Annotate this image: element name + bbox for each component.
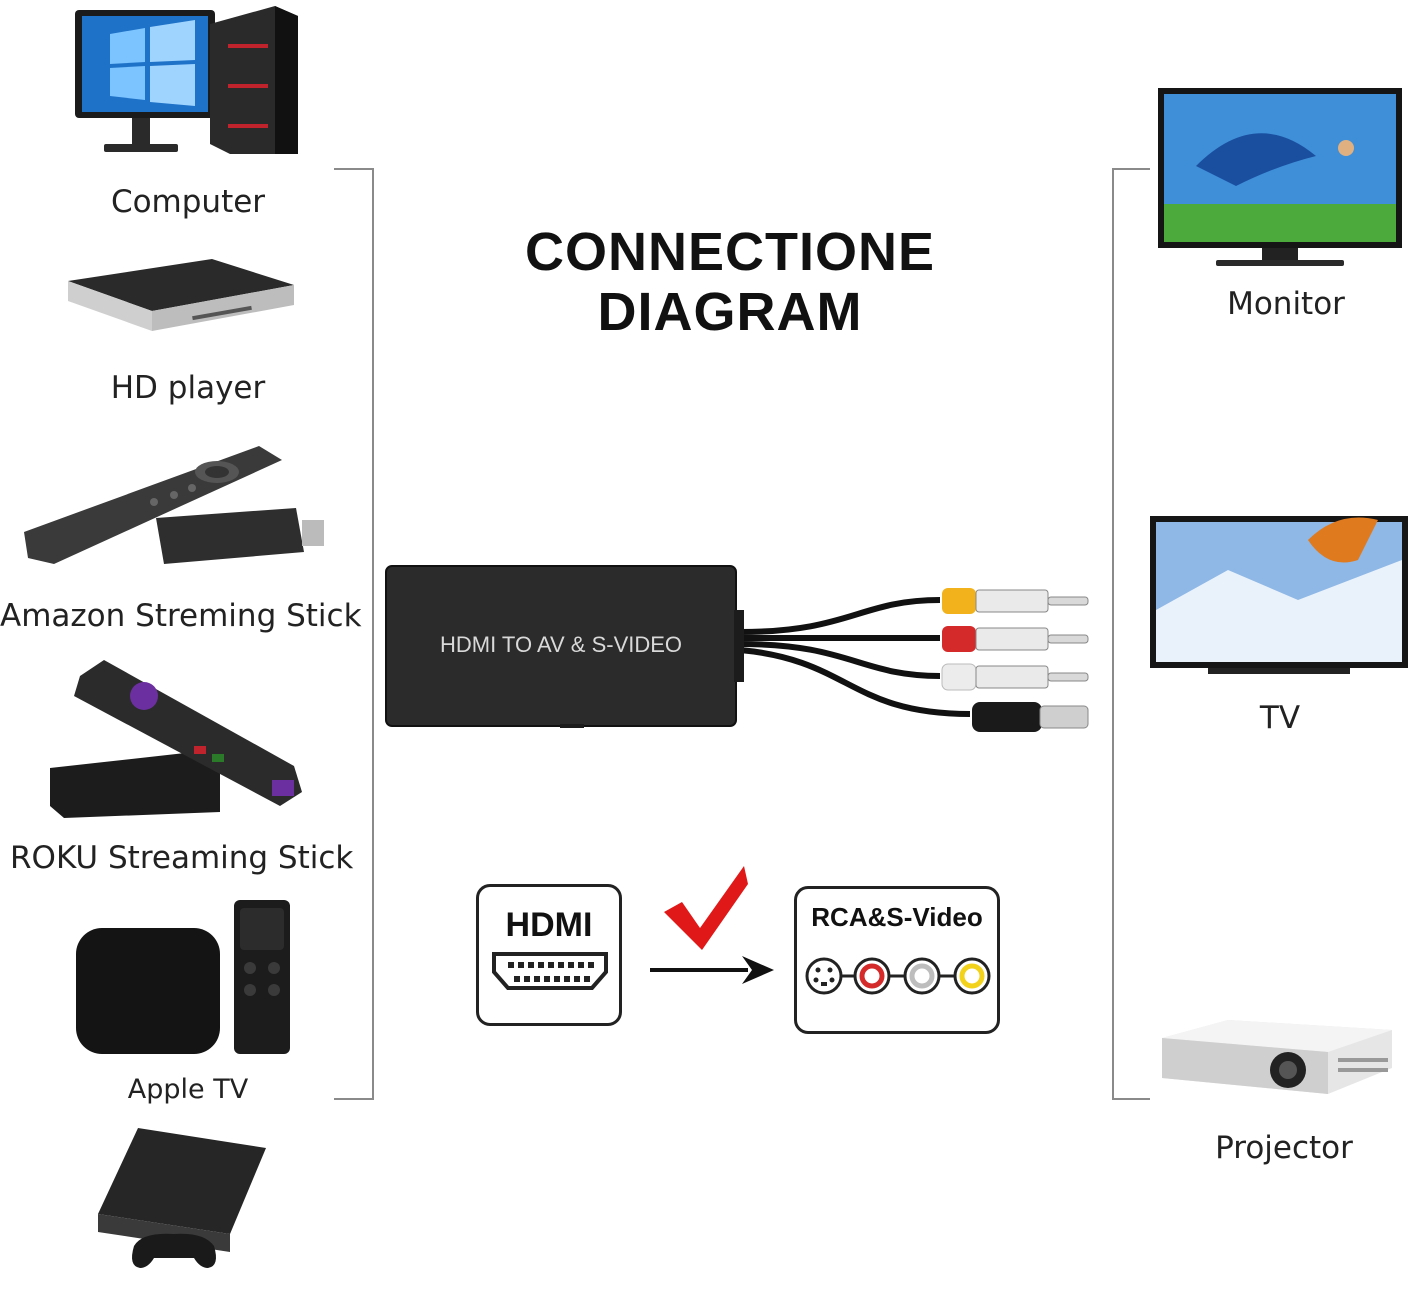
output-label-projector: Projector <box>1215 1130 1353 1166</box>
diagram-title: CONNECTIONE DIAGRAM <box>470 222 990 342</box>
hd-player-icon <box>68 259 294 331</box>
source-label-amazon-stick: Amazon Streming Stick <box>0 598 362 634</box>
source-label-roku-stick: ROKU Streaming Stick <box>10 840 354 876</box>
amazon-stick-icon <box>24 446 324 564</box>
source-label-computer: Computer <box>110 184 266 220</box>
right-bracket <box>1112 168 1150 1100</box>
title-line-1: CONNECTIONE <box>524 222 935 282</box>
hdmi-port-icon <box>492 952 608 990</box>
converter-device <box>385 565 1089 732</box>
apple-tv-icon <box>76 900 290 1054</box>
source-label-apple-tv: Apple TV <box>127 1074 249 1105</box>
projector-icon <box>1162 1020 1392 1094</box>
output-label-monitor: Monitor <box>1227 286 1345 322</box>
left-bracket <box>334 168 374 1100</box>
roku-stick-icon <box>50 660 302 818</box>
hdmi-input-label: HDMI <box>505 906 593 944</box>
title-line-2: DIAGRAM <box>597 282 863 342</box>
converter-label: HDMI TO AV & S-VIDEO <box>439 632 683 657</box>
tv-icon <box>1150 516 1408 674</box>
av-ports-icon <box>805 957 991 995</box>
checkmark-icon <box>664 866 748 950</box>
game-console-icon <box>98 1128 266 1268</box>
arrow-right-icon <box>650 956 774 984</box>
computer-icon <box>75 6 298 154</box>
av-output-label: RCA&S-Video <box>811 902 983 932</box>
source-label-hd-player: HD player <box>110 370 266 406</box>
monitor-icon <box>1158 88 1402 266</box>
output-label-tv: TV <box>1259 700 1301 736</box>
